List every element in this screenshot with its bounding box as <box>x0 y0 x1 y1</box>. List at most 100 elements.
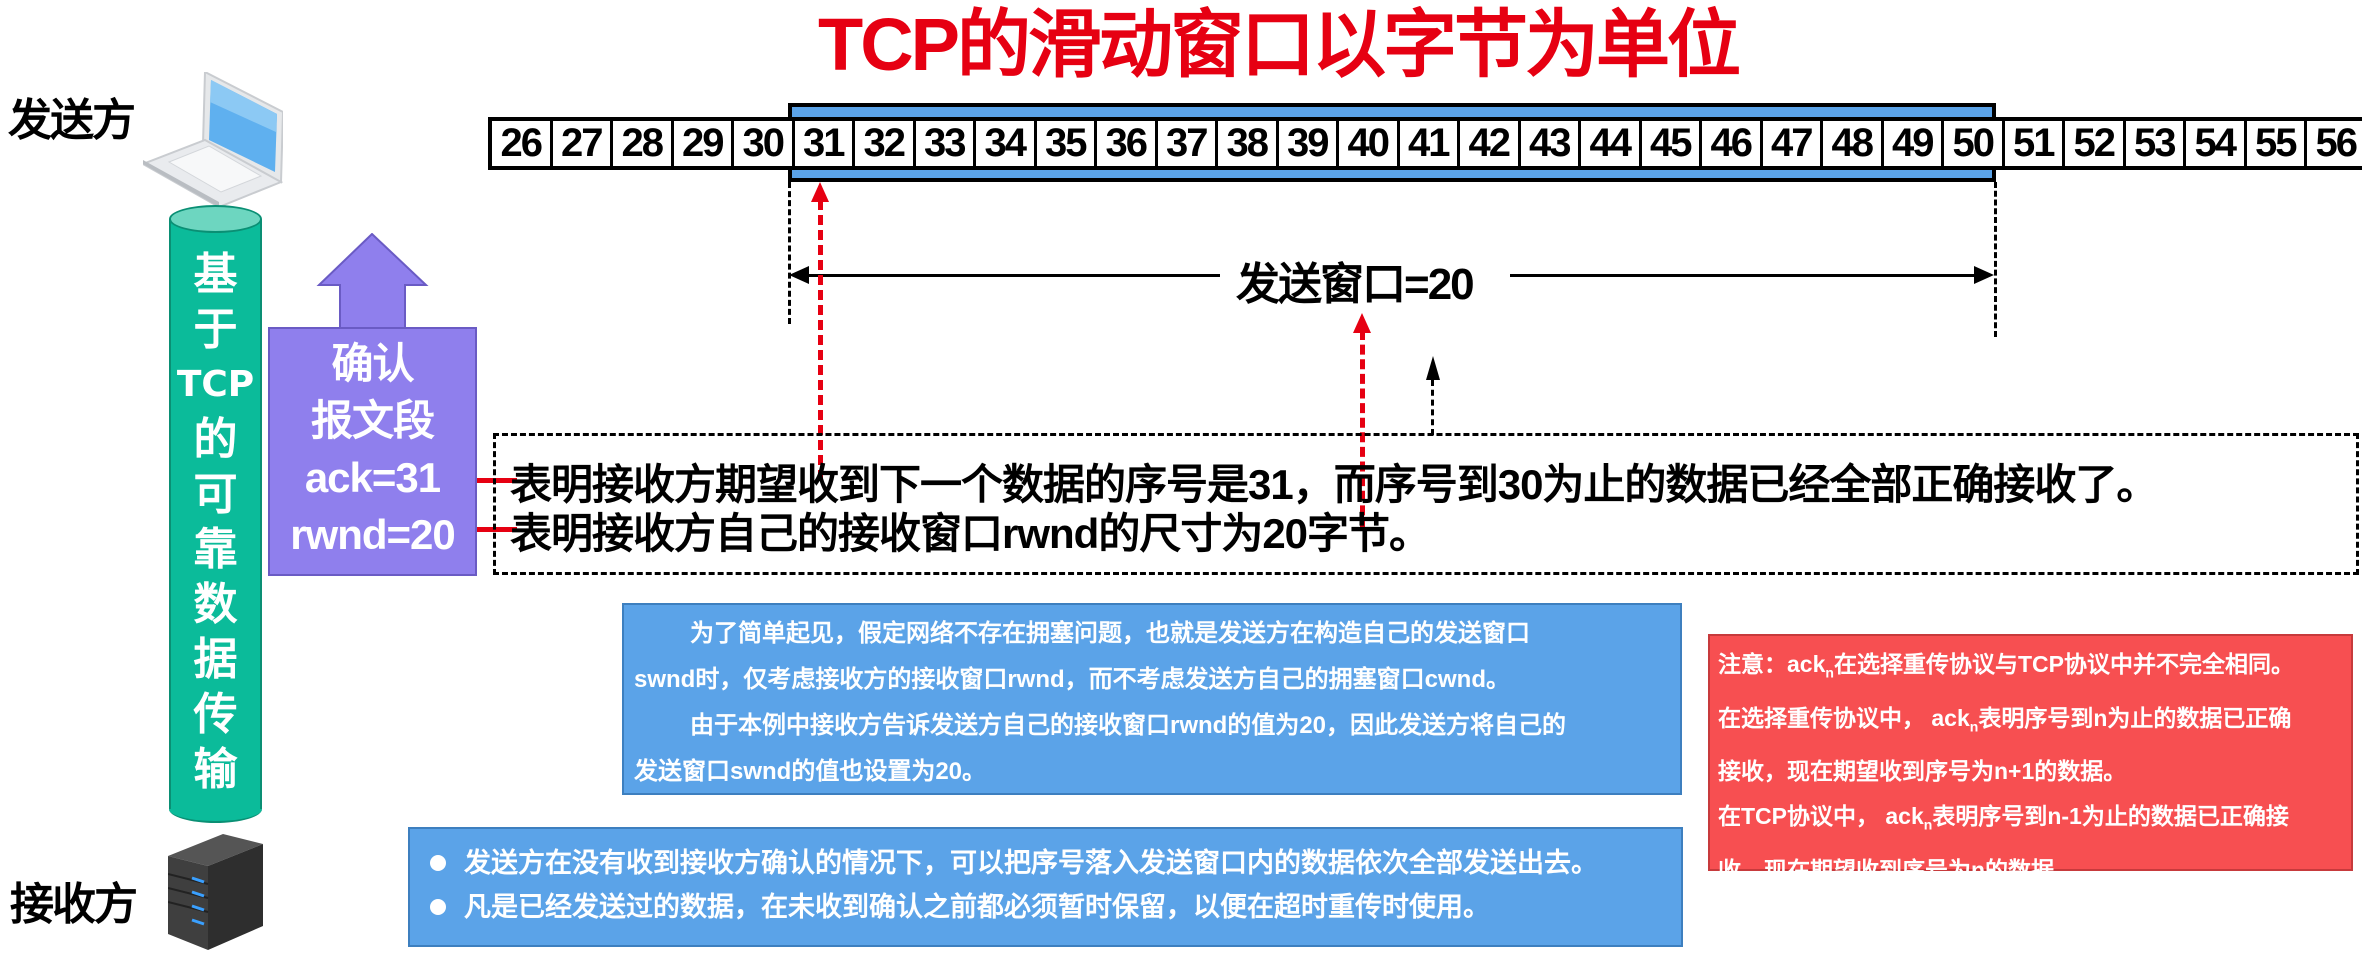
seq-cell: 30 <box>734 121 795 166</box>
assumption-text: swnd时，仅考虑接收方的接收窗口rwnd，而不考虑发送方自己的拥塞窗口cwnd… <box>634 666 1510 693</box>
seq-cell: 54 <box>2186 121 2247 166</box>
warning-line: 注意：ackn在选择重传协议与TCP协议中并不完全相同。 <box>1718 642 2343 696</box>
seq-cell: 48 <box>1823 121 1884 166</box>
seq-cell: 33 <box>915 121 976 166</box>
pipe-char: 传 <box>193 689 238 740</box>
ack-difference-note: 注意：ackn在选择重传协议与TCP协议中并不完全相同。 在选择重传协议中， a… <box>1708 634 2353 883</box>
ack-segment-line2: 报文段 <box>310 397 435 444</box>
bullet-icon <box>430 899 446 915</box>
ack-pointer-line <box>818 200 823 480</box>
pipe-char: 基 <box>193 249 238 300</box>
rwnd-explanation: 表明接收方自己的接收窗口rwnd的尺寸为20字节。 <box>510 510 1431 557</box>
assumption-text: 为了简单起见，假定网络不存在拥塞问题，也就是发送方在构造自己的发送窗口 <box>690 620 1530 647</box>
send-window-label: 发送窗口=20 <box>1236 260 1475 309</box>
window-dimension-line-right <box>1510 274 1976 277</box>
arrowhead-right-icon <box>1974 266 1994 284</box>
sequence-number-row: 26 27 28 29 30 31 32 33 34 35 36 37 38 3… <box>488 117 2362 170</box>
seq-cell: 36 <box>1097 121 1158 166</box>
explanation-box <box>493 433 2359 575</box>
rwnd-pointer-arrowhead-icon <box>1353 313 1371 333</box>
seq-cell: 55 <box>2246 121 2307 166</box>
seq-cell: 26 <box>492 121 553 166</box>
seq-cell: 45 <box>1641 121 1702 166</box>
pipe-char: 可 <box>193 469 238 520</box>
window-dimension-line-left <box>800 274 1220 277</box>
receiver-label: 接收方 <box>10 879 138 930</box>
seq-cell: 42 <box>1460 121 1521 166</box>
rwnd-connector-line <box>477 527 517 532</box>
seq-cell: 37 <box>1157 121 1218 166</box>
window-left-boundary <box>788 182 791 324</box>
sender-rules-note: 发送方在没有收到接收方确认的情况下，可以把序号落入发送窗口内的数据依次全部发送出… <box>408 827 1683 947</box>
ack-segment-box: 确认 报文段 ack=31 rwnd=20 <box>268 327 477 576</box>
seq-cell: 51 <box>2004 121 2065 166</box>
pipe-label: 基 于 TCP 的 可 靠 数 据 传 输 <box>169 247 262 797</box>
subscript: n <box>1923 816 1933 833</box>
ack-pointer-arrowhead-icon <box>811 182 829 202</box>
rwnd-pointer-line <box>1360 330 1365 530</box>
seq-cell: 41 <box>1399 121 1460 166</box>
seq-cell: 34 <box>976 121 1037 166</box>
seq-cell: 32 <box>855 121 916 166</box>
seq-cell: 47 <box>1762 121 1823 166</box>
subscript: n <box>1825 664 1834 681</box>
seq-cell: 52 <box>2065 121 2126 166</box>
seq-cell: 38 <box>1218 121 1279 166</box>
rule-text: 发送方在没有收到接收方确认的情况下，可以把序号落入发送窗口内的数据依次全部发送出… <box>464 848 1598 878</box>
warning-line: 收，现在期望收到序号为n的数据。 <box>1718 856 2078 883</box>
seq-cell: 40 <box>1339 121 1400 166</box>
ack-value: ack=31 <box>304 454 441 501</box>
pipe-char: 靠 <box>193 524 238 575</box>
page-title: TCP的滑动窗口以字节为单位 <box>818 3 1741 86</box>
seq-cell: 43 <box>1520 121 1581 166</box>
laptop-icon <box>140 70 285 209</box>
pipe-top <box>169 205 262 233</box>
assumption-text: 发送窗口swnd的值也设置为20。 <box>634 758 987 785</box>
rule-item: 凡是已经发送过的数据，在未收到确认之前都必须暂时保留，以便在超时重传时使用。 <box>424 885 1667 929</box>
subscript: n <box>1969 718 1979 735</box>
warning-text: 表明序号到n为止的数据已正确 <box>1978 704 2292 731</box>
pipe-char: 数 <box>193 579 238 630</box>
seq-cell: 56 <box>2307 121 2362 166</box>
pipe-char: 于 <box>193 304 238 355</box>
seq-cell: 39 <box>1278 121 1339 166</box>
rule-item: 发送方在没有收到接收方确认的情况下，可以把序号落入发送窗口内的数据依次全部发送出… <box>424 841 1667 885</box>
warning-text: 注意：ack <box>1718 651 1826 677</box>
bullet-icon <box>430 855 446 871</box>
seq-cell: 44 <box>1581 121 1642 166</box>
seq-cell: 50 <box>1944 121 2005 166</box>
warning-line: 在选择重传协议中， ackn表明序号到n为止的数据已正确 <box>1718 696 2343 750</box>
sender-label: 发送方 <box>8 95 136 146</box>
seq-cell: 28 <box>613 121 674 166</box>
pipe-char: TCP <box>176 364 255 405</box>
pipe-char: 据 <box>193 634 238 685</box>
seq-cell: 49 <box>1883 121 1944 166</box>
callout-arrowhead-icon <box>1426 356 1440 380</box>
ack-segment-line1: 确认 <box>331 340 414 387</box>
seq-cell: 31 <box>794 121 855 166</box>
seq-cell: 53 <box>2125 121 2186 166</box>
warning-text: 在TCP协议中， ack <box>1718 803 1924 830</box>
warning-line: 接收，现在期望收到序号为n+1的数据。 <box>1718 758 2127 785</box>
warning-text: 在选择重传协议中， ack <box>1718 704 1970 731</box>
seq-cell: 29 <box>673 121 734 166</box>
seq-cell: 27 <box>552 121 613 166</box>
callout-pointer-line <box>1431 380 1434 435</box>
warning-line: 在TCP协议中， ackn表明序号到n-1为止的数据已正确接 <box>1718 794 2343 848</box>
ack-explanation: 表明接收方期望收到下一个数据的序号是31，而序号到30为止的数据已经全部正确接收… <box>510 461 2158 508</box>
tcp-reliable-transfer-pipe: 基 于 TCP 的 可 靠 数 据 传 输 <box>169 205 262 823</box>
warning-text: 表明序号到n-1为止的数据已正确接 <box>1932 803 2289 830</box>
assumption-text: 由于本例中接收方告诉发送方自己的接收窗口rwnd的值为20，因此发送方将自己的 <box>690 712 1567 739</box>
ack-connector-line <box>477 478 517 483</box>
arrowhead-left-icon <box>789 266 809 284</box>
rule-text: 凡是已经发送过的数据，在未收到确认之前都必须暂时保留，以便在超时重传时使用。 <box>464 892 1490 922</box>
pipe-char: 输 <box>193 744 238 795</box>
assumption-note: 为了简单起见，假定网络不存在拥塞问题，也就是发送方在构造自己的发送窗口 swnd… <box>622 603 1682 795</box>
ack-segment-arrow-icon <box>268 232 477 330</box>
server-icon <box>167 834 263 950</box>
pipe-char: 的 <box>193 414 238 465</box>
seq-cell: 46 <box>1702 121 1763 166</box>
window-right-boundary <box>1994 182 1997 337</box>
rwnd-value: rwnd=20 <box>290 511 456 558</box>
seq-cell: 35 <box>1036 121 1097 166</box>
